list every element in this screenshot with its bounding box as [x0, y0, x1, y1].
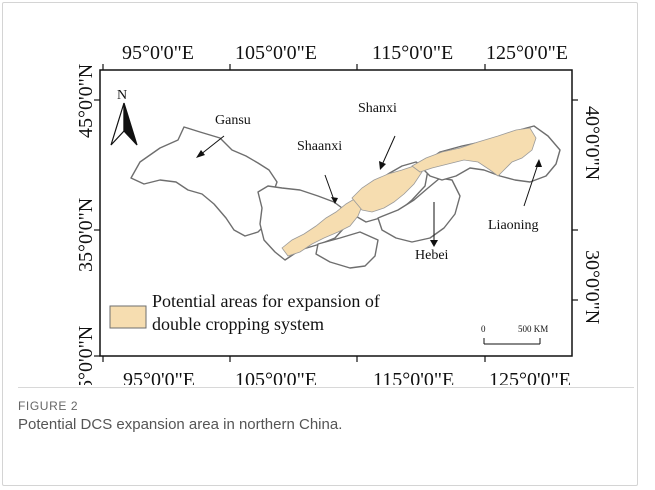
- province-label-shanxi: Shanxi: [358, 101, 397, 116]
- arrowhead-gansu-icon: [196, 150, 205, 158]
- scale-bar-start-label: 0: [481, 324, 486, 334]
- scale-bar-end-label: 500 KM: [518, 324, 548, 334]
- legend-label-line1: Potential areas for expansion of: [152, 291, 380, 311]
- bottom-lon-label-95: 95°0'0"E: [123, 369, 195, 385]
- caption-divider: [18, 387, 634, 388]
- province-label-liaoning: Liaoning: [488, 218, 539, 233]
- left-lat-label-35: 35°0'0"N: [75, 198, 97, 272]
- north-arrow-icon: [110, 102, 138, 146]
- scale-bar: [483, 338, 541, 345]
- leader-lines: [199, 135, 539, 240]
- arrowhead-liaoning-icon: [535, 159, 542, 167]
- top-lon-label-115: 115°0'0"E: [372, 42, 453, 64]
- arrowhead-shanxi-icon: [379, 161, 386, 170]
- arrowhead-hebei-icon: [430, 240, 438, 247]
- leader-arrowheads: [196, 150, 542, 247]
- province-label-shaanxi: Shaanxi: [297, 139, 342, 154]
- top-lon-label-125: 125°0'0"E: [486, 42, 568, 64]
- top-lon-label-95: 95°0'0"E: [122, 42, 194, 64]
- north-arrow-label: N: [117, 88, 127, 103]
- province-label-hebei: Hebei: [415, 248, 449, 263]
- bottom-lon-label-115: 115°0'0"E: [373, 369, 454, 385]
- dcs-area-east: [411, 127, 537, 177]
- frame-ticks: [94, 64, 578, 362]
- province-label-gansu: Gansu: [215, 113, 251, 128]
- right-lat-label-40: 40°0'0"N: [581, 106, 603, 180]
- legend-label-line2: double cropping system: [152, 314, 324, 334]
- arrowhead-shaanxi-icon: [331, 197, 338, 204]
- study-area-map: 95°0'0"E 105°0'0"E 115°0'0"E 125°0'0"E 9…: [75, 42, 603, 385]
- dcs-area-central: [351, 165, 423, 213]
- dcs-expansion-areas: [281, 127, 537, 257]
- province-shape-shanxi-south: [315, 231, 379, 269]
- left-lat-label-45: 45°0'0"N: [75, 64, 97, 138]
- figure-number: FIGURE 2: [18, 399, 79, 413]
- legend-swatch: [109, 305, 147, 329]
- right-lat-label-30: 30°0'0"N: [581, 250, 603, 324]
- left-lat-label-25: 25°0'0"N: [75, 326, 97, 385]
- figure-caption: Potential DCS expansion area in northern…: [18, 416, 343, 433]
- province-shape-hebei: [377, 177, 461, 243]
- bottom-lon-label-125: 125°0'0"E: [489, 369, 571, 385]
- top-lon-label-105: 105°0'0"E: [235, 42, 317, 64]
- bottom-lon-label-105: 105°0'0"E: [235, 369, 317, 385]
- province-shape-shaanxi: [257, 185, 353, 261]
